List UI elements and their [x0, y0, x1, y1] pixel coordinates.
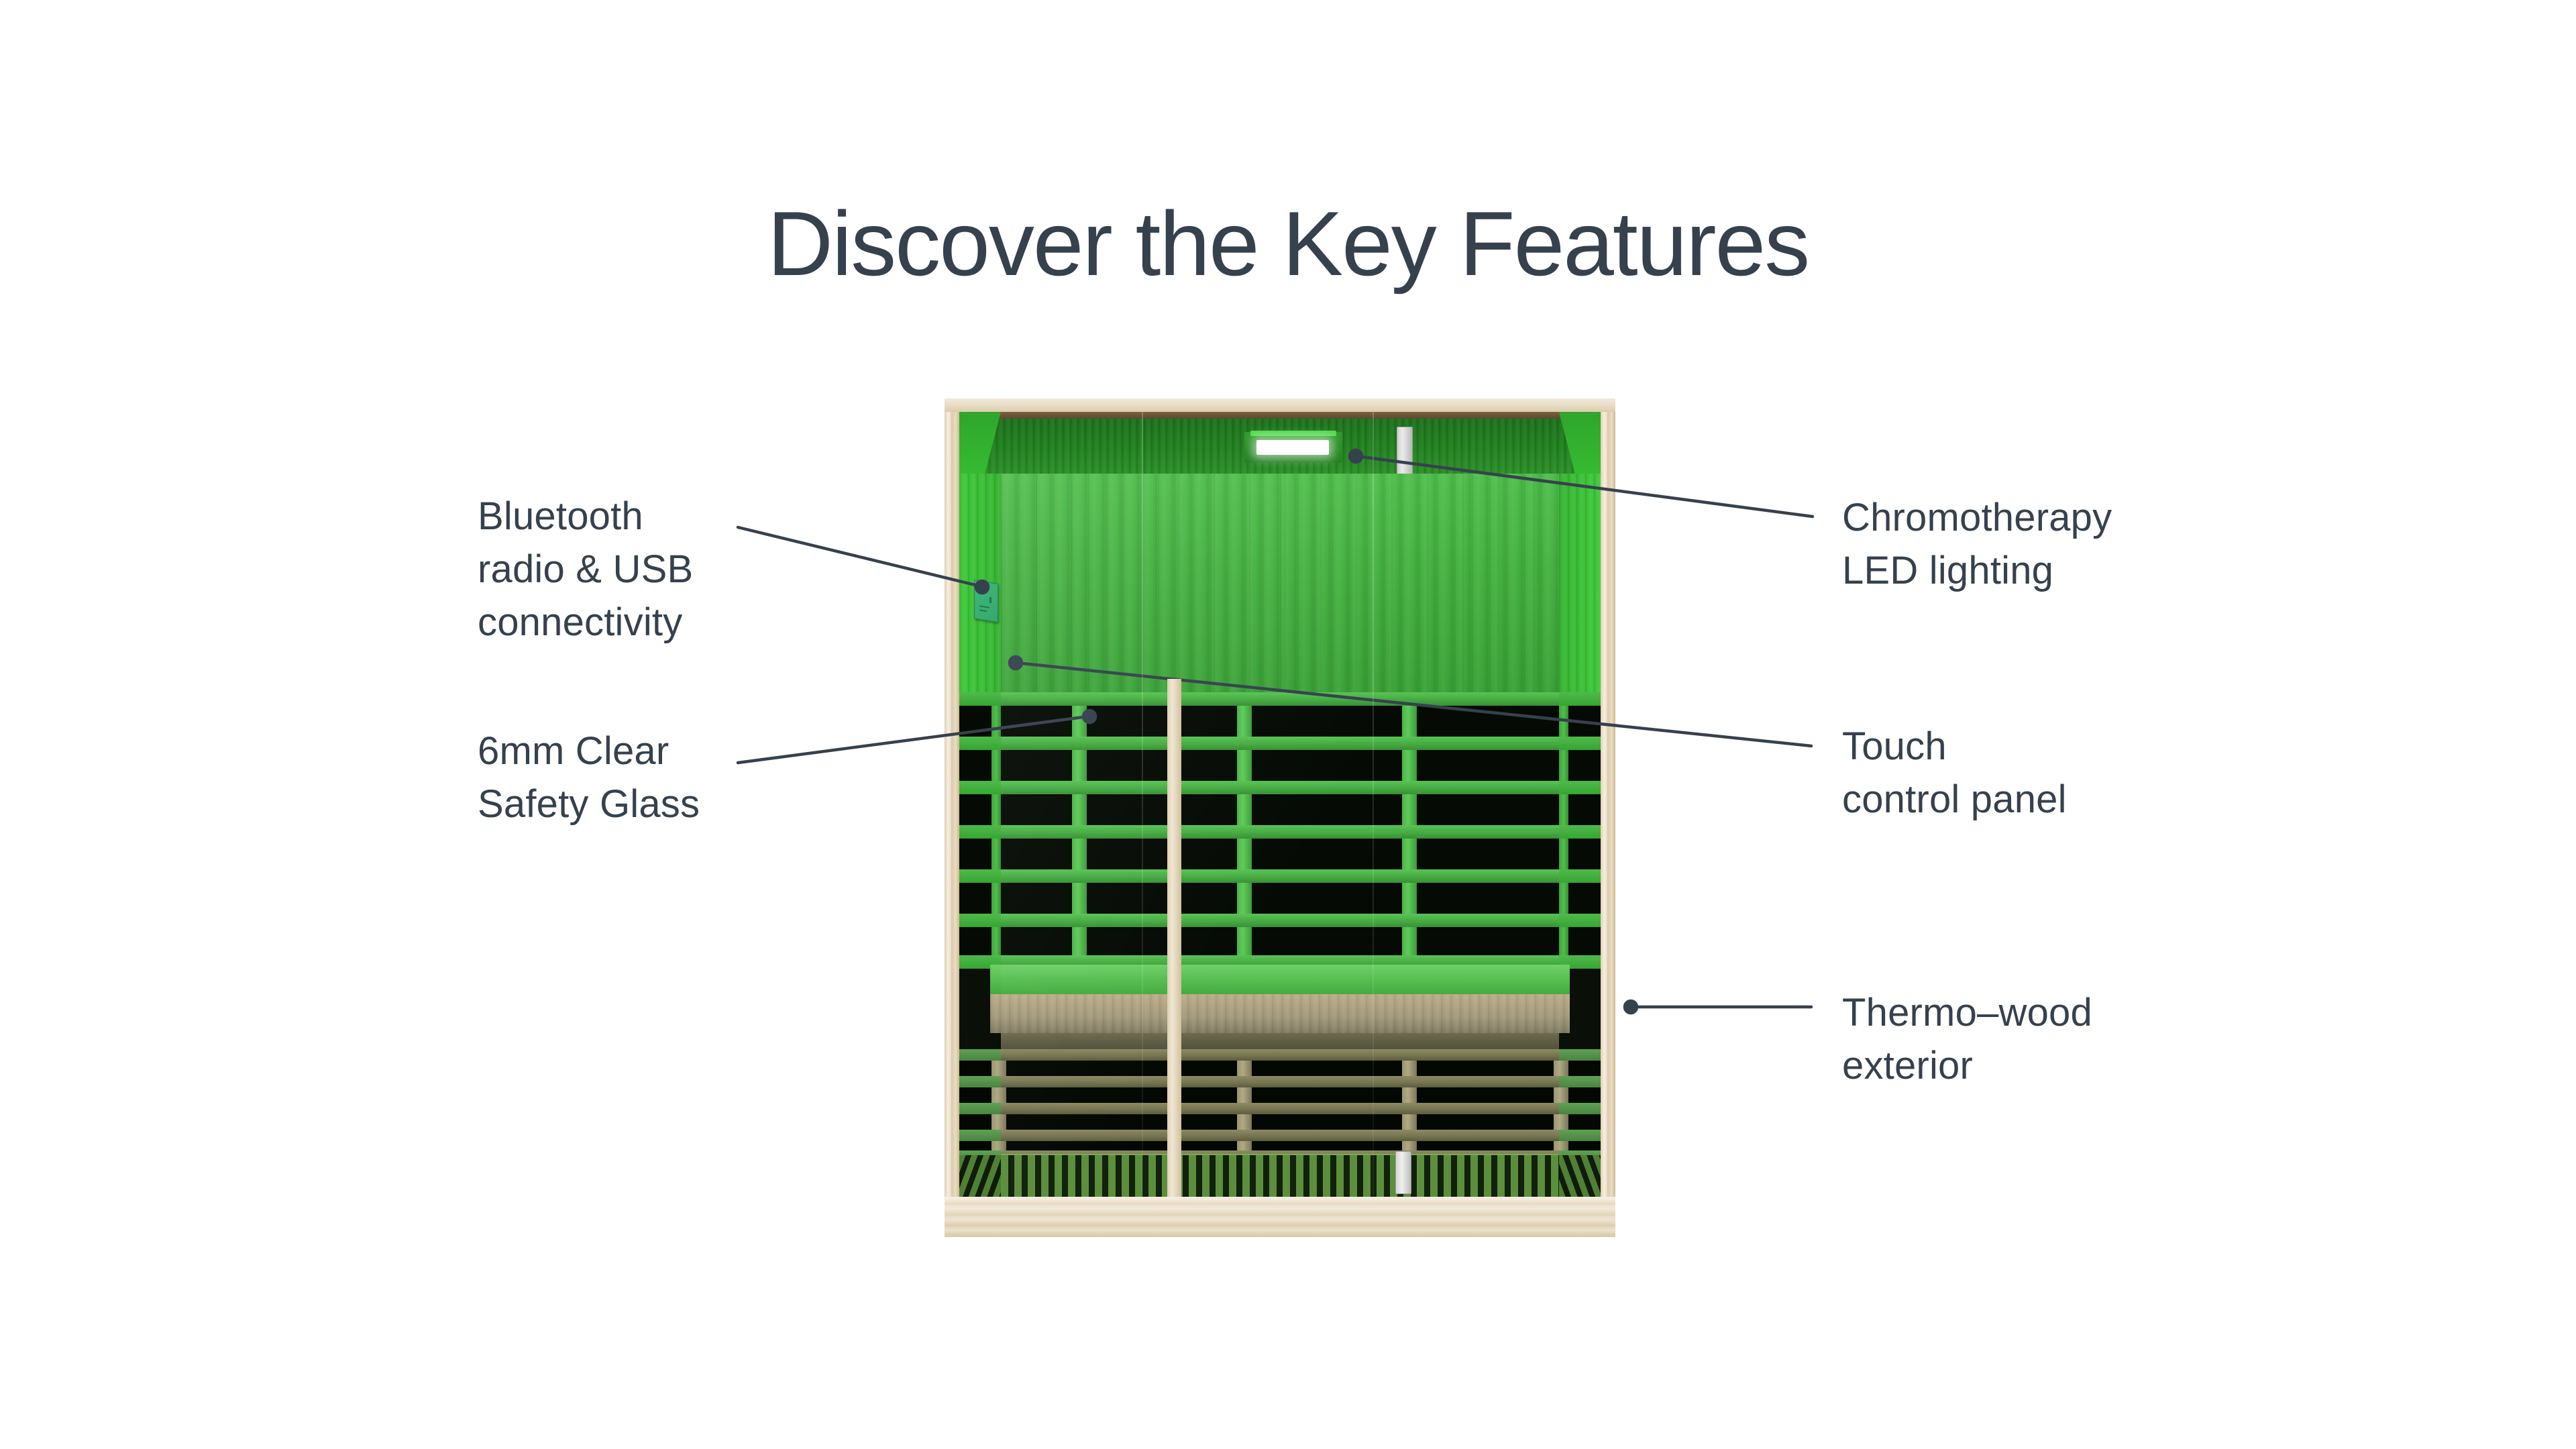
- bench-front-panel: [990, 994, 1570, 1033]
- callout-label-bluetooth: Bluetooth radio & USB connectivity: [478, 494, 694, 644]
- under-bench-slat-cage: [959, 1049, 1601, 1162]
- callout-label-chromotherapy: Chromotherapy LED lighting: [1842, 496, 2112, 592]
- leader-dot-thermo-wood: [1623, 999, 1639, 1015]
- glass-panel-seam: [1373, 412, 1374, 1197]
- slat: [1001, 692, 1559, 706]
- slat: [1001, 737, 1559, 750]
- sauna-illustration: [945, 398, 1615, 1237]
- backrest-slat-cage: [959, 692, 1601, 969]
- floor-grate: [1001, 1155, 1559, 1197]
- frame-bottom-rail: [945, 1197, 1615, 1237]
- floor-grate-right: [1559, 1155, 1601, 1197]
- callout-label-thermo-wood: Thermo–wood exterior: [1842, 991, 2092, 1087]
- side-wall-right: [1559, 474, 1601, 692]
- slat: [1001, 914, 1559, 927]
- callout-label-safety-glass: 6mm Clear Safety Glass: [478, 729, 700, 826]
- sauna-interior: [959, 412, 1601, 1197]
- frame-top-rail: [945, 398, 1615, 412]
- led-light-bar: [1250, 431, 1336, 436]
- door-floor-bracket-icon[interactable]: [1395, 1151, 1411, 1194]
- slat: [1001, 869, 1559, 883]
- lower-slat: [1001, 1049, 1559, 1061]
- back-wall-panel: [1001, 474, 1559, 692]
- floor-grate-left: [959, 1155, 1001, 1197]
- touch-control-panel-icon[interactable]: [974, 580, 998, 623]
- frame-right-stile: [1601, 398, 1615, 1237]
- ceiling-trim: [959, 412, 1601, 419]
- chromotherapy-led-icon: [1256, 440, 1329, 455]
- lower-slat: [1001, 1130, 1559, 1141]
- door-handle-icon[interactable]: [1397, 427, 1413, 475]
- bench-skirt: [1001, 1033, 1559, 1051]
- frame-left-stile: [945, 398, 959, 1237]
- bench-seat: [990, 965, 1570, 996]
- lower-slat: [1001, 1076, 1559, 1087]
- lower-slat: [1001, 1103, 1559, 1114]
- callout-label-touch-control: Touch control panel: [1842, 724, 2067, 821]
- page-title: Discover the Key Features: [767, 193, 1810, 294]
- glass-door-mullion[interactable]: [1167, 679, 1181, 1197]
- glass-panel-seam: [1142, 412, 1143, 1197]
- slat: [1001, 825, 1559, 839]
- slat: [1001, 781, 1559, 794]
